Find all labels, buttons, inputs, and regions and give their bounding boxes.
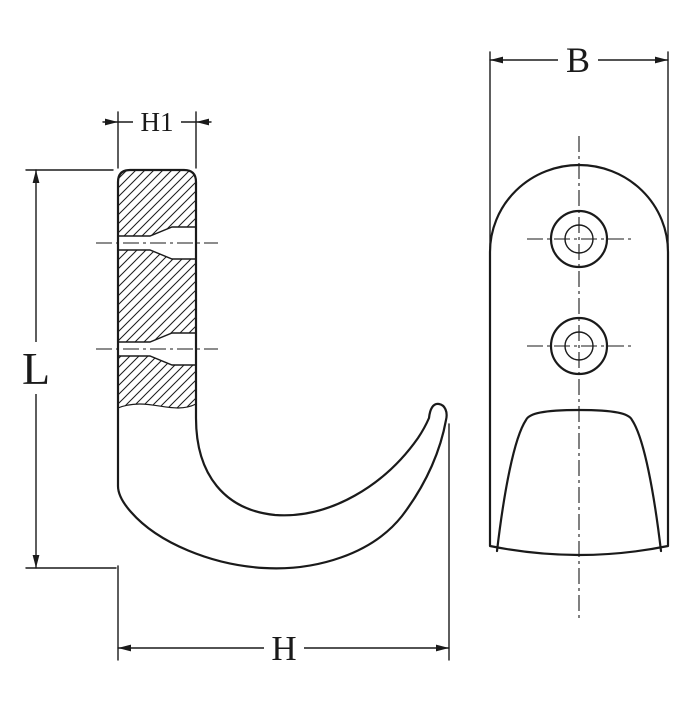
hook-outline: [116, 168, 448, 570]
break-line: [117, 403, 197, 409]
mounting-plate-section: [118, 170, 196, 408]
countersink-hole-upper-top-edge: [117, 226, 197, 237]
dimension-label-h: H: [271, 629, 296, 668]
front-view: [488, 136, 670, 622]
l-label-mask: [17, 342, 55, 394]
countersink-hole-upper-section: [96, 226, 218, 260]
b-arrowhead-left: [490, 56, 503, 64]
dimension-h: H: [117, 423, 450, 668]
dimension-l: L: [17, 169, 117, 569]
countersink-hole-upper-bottom-edge: [117, 249, 197, 260]
h1-label-mask: [133, 107, 181, 137]
h-arrowhead-left: [118, 644, 131, 652]
b-arrowhead-right: [655, 56, 668, 64]
dimension-label-b: B: [566, 40, 590, 80]
h-arrowhead-right: [436, 644, 449, 652]
countersink-hole-lower-top-edge: [117, 332, 197, 343]
h1-arrowhead-left: [105, 118, 118, 126]
side-view: [96, 168, 448, 570]
countersink-hole-lower-bottom-edge: [117, 355, 197, 366]
countersink-hole-lower-section: [96, 332, 218, 366]
h-label-mask: [264, 630, 304, 666]
l-arrowhead-bottom: [32, 555, 40, 568]
dimension-label-l: L: [22, 343, 50, 394]
b-label-mask: [558, 42, 598, 80]
dimension-h1: H1: [102, 107, 212, 169]
dimension-b: B: [489, 40, 669, 249]
l-arrowhead-top: [32, 170, 40, 183]
front-outline: [488, 163, 670, 557]
dimension-label-h1: H1: [141, 107, 174, 137]
h1-arrowhead-right: [196, 118, 209, 126]
